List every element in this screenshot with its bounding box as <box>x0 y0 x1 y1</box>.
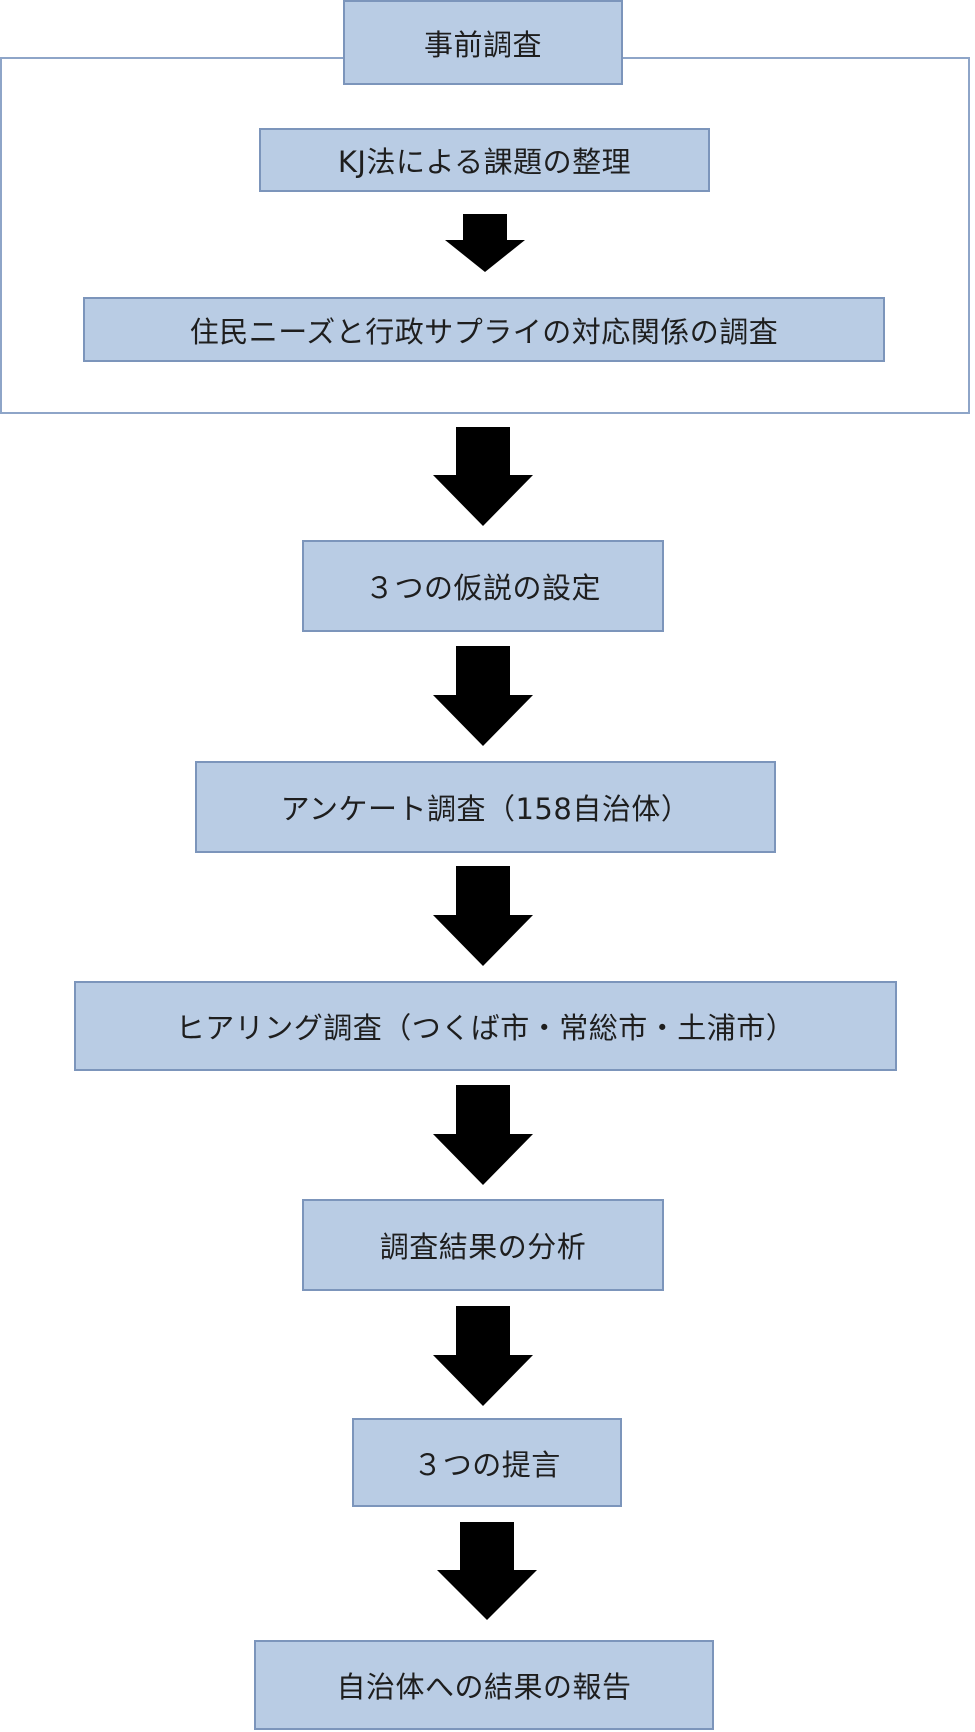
step-hearing-survey: ヒアリング調査（つくば市・常総市・土浦市） <box>74 981 897 1071</box>
down-arrow-icon <box>433 1085 533 1185</box>
step-result-analysis: 調査結果の分析 <box>302 1199 664 1291</box>
down-arrow-icon <box>445 214 525 272</box>
down-arrow-icon <box>433 646 533 746</box>
down-arrow-icon <box>433 427 533 526</box>
step-report-to-municipalities: 自治体への結果の報告 <box>254 1640 714 1730</box>
down-arrow-icon <box>433 1306 533 1406</box>
down-arrow-icon <box>433 866 533 966</box>
step-needs-supply-survey: 住民ニーズと行政サプライの対応関係の調査 <box>83 297 885 362</box>
step-hypotheses: ３つの仮説の設定 <box>302 540 664 632</box>
step-proposals: ３つの提言 <box>352 1418 622 1507</box>
step-kj-method: KJ法による課題の整理 <box>259 128 710 192</box>
down-arrow-icon <box>437 1522 537 1620</box>
step-questionnaire-survey: アンケート調査（158自治体） <box>195 761 776 853</box>
step-pre-survey: 事前調査 <box>343 0 623 85</box>
